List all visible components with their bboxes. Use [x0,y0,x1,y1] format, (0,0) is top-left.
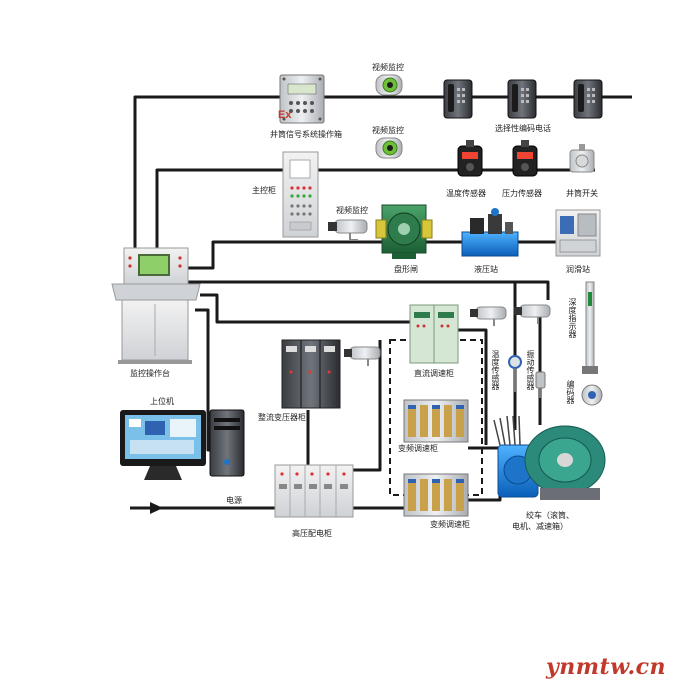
label-host-pc: 上位机 [150,396,174,406]
dome-camera-icon [375,74,403,96]
label-main-cabinet: 主控柜 [252,185,276,195]
label-hv-cabinet: 高压配电柜 [292,528,332,538]
label-pressure-sensor: 压力传感器 [502,188,542,198]
host-computer [120,409,245,480]
depth-indicator-icon [582,281,598,374]
winch-icon [493,415,606,500]
label-depth-indicator: 深度指示器 [568,298,577,338]
bullet-camera-icon [328,219,368,241]
main-control-cabinet [282,151,319,238]
encoder-icon [581,384,603,406]
label-winch: 绞车（滚筒、 [526,510,574,520]
phone-icon [507,79,537,119]
label-video-1: 视频监控 [372,62,404,72]
label-monitor-console: 监控操作台 [130,368,170,378]
shaft-switch-icon [569,144,595,173]
vibration-sensor-icon [535,371,546,398]
label-dc-speed-cabinet: 直流调速柜 [414,368,454,378]
rectifier-cabinet [281,339,341,409]
label-power: 电源 [226,495,242,505]
connection-lines [133,95,632,510]
hv-distribution-cabinet [274,464,354,518]
label-vf-cabinet-1: 变频调速柜 [398,443,438,453]
label-shaft-switch: 井筒开关 [566,188,598,198]
temperature-sensor-icon [508,355,522,392]
label-hydraulic-station: 液压站 [474,264,498,274]
label-temp-sensor-top: 温度传感器 [446,188,486,198]
temperature-sensor-icon [457,140,483,177]
disc-brake-icon [375,204,433,259]
ex-mark: Ex [278,109,292,121]
hydraulic-station-icon [461,208,519,257]
phone-icon [443,79,473,119]
label-lube-station: 润滑站 [566,264,590,274]
label-encoder: 编码器 [566,380,575,404]
bullet-camera-icon [514,304,551,324]
label-shaft-signal-box: 井筒信号系统操作箱 [270,129,342,139]
vf-cabinet-2 [403,473,469,517]
label-disc-brake: 盘形闸 [394,264,418,274]
shaft-signal-box [279,74,325,124]
label-winch-2: 电机、减速箱） [512,521,568,531]
power-arrow-icon [150,502,163,514]
lube-station-icon [555,209,601,257]
label-rectifier-cabinet: 整流变压器柜 [258,412,306,422]
monitor-console [111,247,201,364]
label-temp-sensor: 温度传感器 [491,350,500,390]
pressure-sensor-icon [512,140,538,177]
phone-icon [573,79,603,119]
dc-speed-cabinet [409,304,459,364]
label-vibration-sensor: 振动传感器 [526,350,535,390]
label-selective-phone: 选择性编码电话 [495,123,551,133]
label-video-3: 视频监控 [336,205,368,215]
bullet-camera-icon [344,346,381,366]
label-video-2: 视频监控 [372,125,404,135]
watermark: ynmtw.cn [546,654,666,680]
dome-camera-icon [375,137,403,159]
label-vf-cabinet-2: 变频调速柜 [430,519,470,529]
bullet-camera-icon [470,306,507,326]
vf-cabinet-1 [403,399,469,443]
